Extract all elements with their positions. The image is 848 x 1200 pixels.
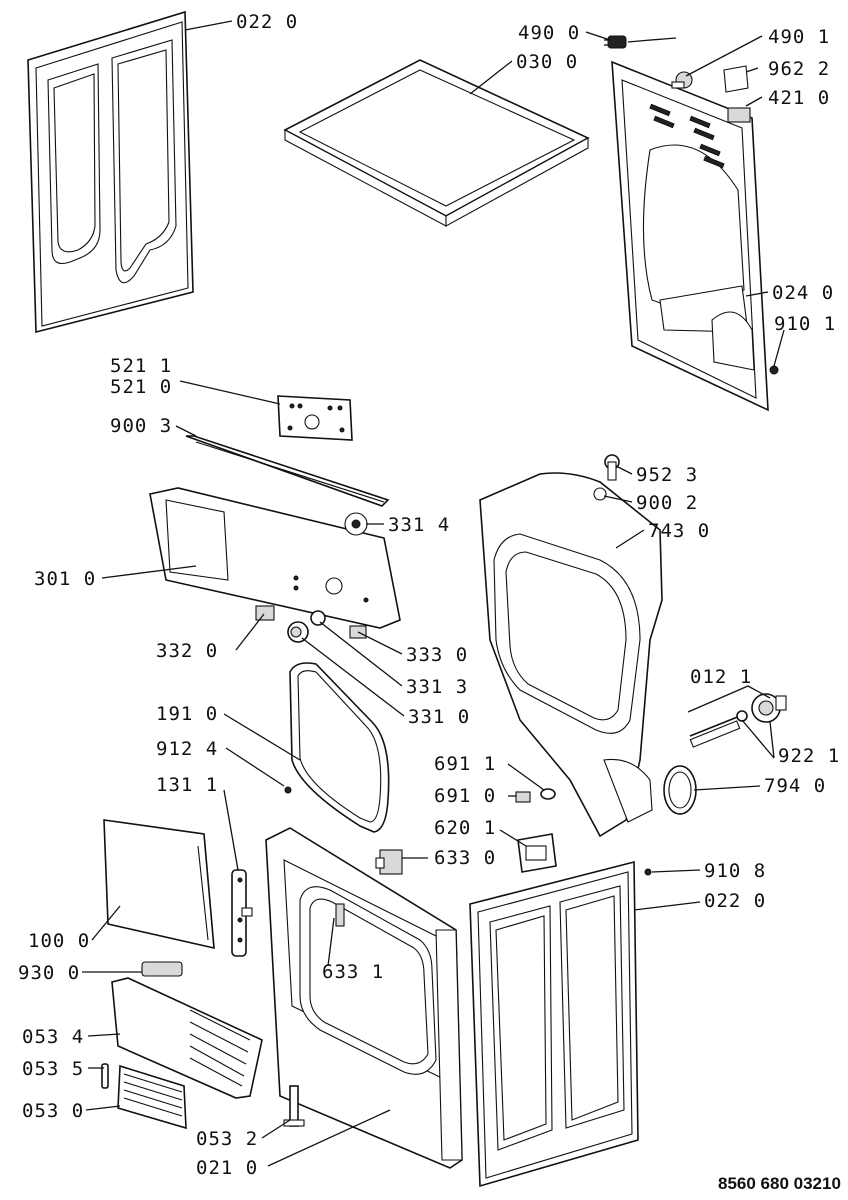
label-024-0: 024 0 (772, 282, 834, 304)
label-900-2: 900 2 (636, 492, 698, 514)
door-lock (375, 849, 403, 875)
leader-lines (82, 20, 785, 1167)
label-691-1: 691 1 (434, 753, 496, 775)
label-022-0-bottom: 022 0 (704, 890, 766, 912)
label-962-2: 962 2 (768, 58, 830, 80)
small-grille (117, 1064, 187, 1130)
label-633-0: 633 0 (434, 847, 496, 869)
label-131-1: 131 1 (156, 774, 218, 796)
front-panel (265, 827, 463, 1169)
temperature-sensors (515, 788, 556, 803)
label-910-1: 910 1 (774, 313, 836, 335)
label-691-0: 691 0 (434, 785, 496, 807)
top-cover (283, 59, 590, 227)
adjustable-foot (283, 1085, 305, 1127)
label-012-1: 012 1 (690, 666, 752, 688)
control-panel (149, 487, 401, 629)
label-021-0: 021 0 (196, 1157, 258, 1179)
label-331-4: 331 4 (388, 514, 450, 536)
filter-capacitor (517, 833, 557, 873)
label-910-8: 910 8 (704, 860, 766, 882)
label-191-0: 191 0 (156, 703, 218, 725)
label-333-0: 333 0 (406, 644, 468, 666)
label-900-3: 900 3 (110, 415, 172, 437)
label-490-1: 490 1 (768, 26, 830, 48)
rear-panel (604, 35, 779, 412)
control-board-bracket (277, 395, 353, 441)
label-030-0: 030 0 (516, 51, 578, 73)
label-930-0: 930 0 (18, 962, 80, 984)
label-053-2: 053 2 (196, 1128, 258, 1150)
drum-housing (479, 454, 663, 838)
label-620-1: 620 1 (434, 817, 496, 839)
label-794-0: 794 0 (764, 775, 826, 797)
grille-pin (101, 1063, 109, 1089)
label-022-0-top: 022 0 (236, 11, 298, 33)
side-panel-top-left (27, 10, 194, 334)
label-053-0: 053 0 (22, 1100, 84, 1122)
label-743-0: 743 0 (648, 520, 710, 542)
label-521-0: 521 0 (110, 376, 172, 398)
label-421-0: 421 0 (768, 87, 830, 109)
label-912-4: 912 4 (156, 738, 218, 760)
drum-shaft-assembly (689, 693, 787, 748)
door-gasket (284, 662, 390, 833)
label-922-1: 922 1 (778, 745, 840, 767)
label-331-3: 331 3 (406, 676, 468, 698)
filter-door (103, 819, 215, 950)
label-100-0: 100 0 (28, 930, 90, 952)
label-490-0: 490 0 (518, 22, 580, 44)
side-panel-bottom-right (469, 860, 652, 1188)
label-301-0: 301 0 (34, 568, 96, 590)
label-053-5: 053 5 (22, 1058, 84, 1080)
part-labels: 022 0 030 0 490 0 490 1 962 2 421 0 024 … (18, 11, 841, 1193)
filter-handle (141, 961, 183, 977)
kickplate-grille (111, 977, 263, 1099)
support-rail (185, 435, 390, 507)
label-633-1: 633 1 (322, 961, 384, 983)
door-hinge (231, 869, 253, 957)
label-521-1: 521 1 (110, 355, 172, 377)
label-952-3: 952 3 (636, 464, 698, 486)
label-053-4: 053 4 (22, 1026, 84, 1048)
label-331-0: 331 0 (408, 706, 470, 728)
switches-and-knobs (255, 605, 367, 643)
label-332-0: 332 0 (156, 640, 218, 662)
document-number: 8560 680 03210 (718, 1174, 841, 1193)
